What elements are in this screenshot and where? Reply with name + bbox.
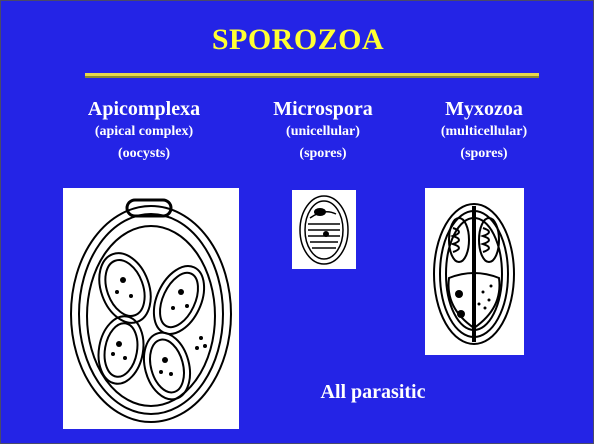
column-microspora: Microspora (unicellular) (spores) bbox=[259, 97, 387, 165]
column-heading: Microspora bbox=[259, 97, 387, 121]
title-underline bbox=[85, 73, 539, 76]
column-subtitle: (spores) bbox=[259, 143, 387, 165]
microspora-spore-illustration bbox=[292, 190, 356, 269]
oocyst-drawing bbox=[63, 188, 239, 429]
microspora-spore-drawing bbox=[292, 190, 356, 269]
column-heading: Myxozoa bbox=[421, 97, 547, 121]
column-subtitle: (spores) bbox=[421, 143, 547, 165]
column-subtitle: (apical complex) bbox=[75, 121, 213, 143]
column-heading: Apicomplexa bbox=[75, 97, 213, 121]
column-myxozoa: Myxozoa (multicellular) (spores) bbox=[421, 97, 547, 165]
slide-title: SPOROZOA bbox=[1, 23, 594, 57]
oocyst-illustration bbox=[63, 188, 239, 429]
myxozoa-spore-drawing bbox=[425, 188, 524, 355]
footer-note: All parasitic bbox=[293, 381, 453, 404]
column-subtitle: (multicellular) bbox=[421, 121, 547, 143]
column-subtitle: (unicellular) bbox=[259, 121, 387, 143]
column-subtitle: (oocysts) bbox=[75, 143, 213, 165]
myxozoa-spore-illustration bbox=[425, 188, 524, 355]
column-apicomplexa: Apicomplexa (apical complex) (oocysts) bbox=[75, 97, 213, 165]
